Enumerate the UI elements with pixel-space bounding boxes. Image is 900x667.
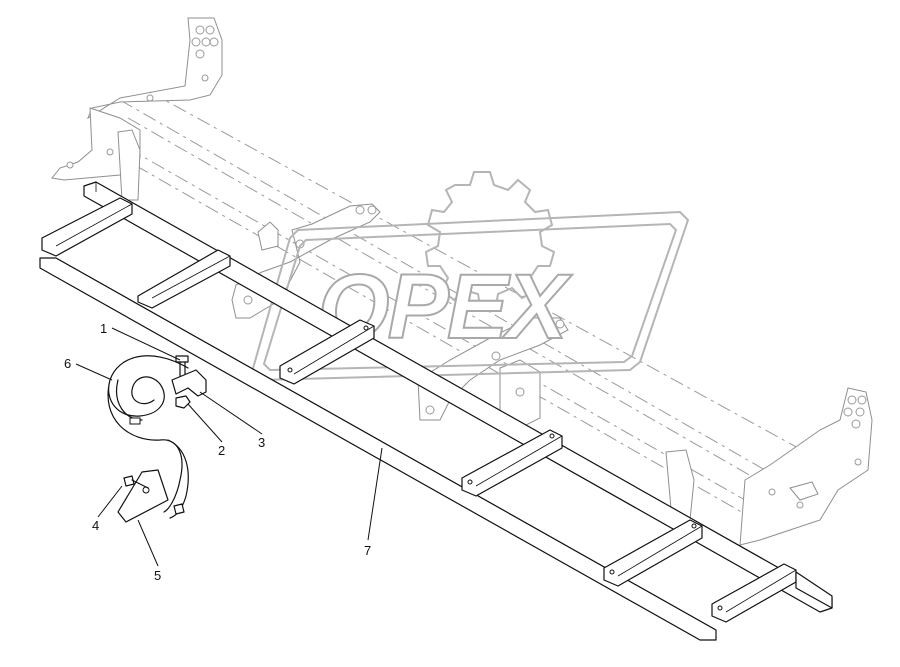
callout-5: 5 — [137, 519, 161, 583]
clamp-bracket — [171, 369, 207, 397]
right-hitch-plate — [739, 387, 873, 546]
nut — [175, 395, 191, 409]
callout-label-7: 7 — [364, 543, 371, 558]
callout-2: 2 — [187, 403, 225, 458]
callout-7: 7 — [364, 447, 383, 558]
main-frame-outline — [104, 91, 821, 519]
callout-label-4: 4 — [92, 518, 99, 533]
left-side-plate — [51, 107, 141, 201]
callout-label-5: 5 — [154, 568, 161, 583]
tine-bar-assembly — [39, 181, 833, 641]
callout-6: 6 — [64, 356, 113, 381]
left-hitch-plate — [86, 17, 223, 120]
callout-1: 1 — [100, 321, 181, 361]
callout-label-3: 3 — [258, 435, 265, 450]
callout-3: 3 — [199, 391, 265, 450]
callout-label-6: 6 — [64, 356, 71, 371]
tine-point — [117, 469, 185, 523]
spring-tine — [107, 355, 189, 519]
callout-label-2: 2 — [218, 443, 225, 458]
callout-4: 4 — [92, 485, 123, 533]
callout-label-1: 1 — [100, 321, 107, 336]
